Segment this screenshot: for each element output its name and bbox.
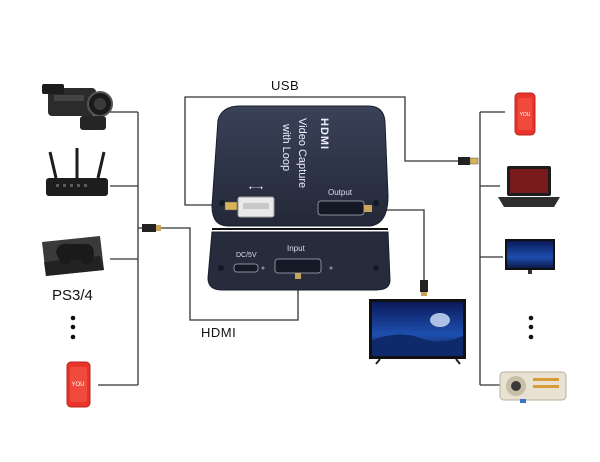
dc-port bbox=[233, 263, 259, 273]
dc-port-label: DC/5V bbox=[236, 252, 257, 259]
capture-device: ⭠⭢ bbox=[207, 105, 391, 291]
smartphone-icon: YOU bbox=[66, 361, 91, 408]
device-brand-logo: HDMI bbox=[318, 118, 330, 151]
svg-text:YOU: YOU bbox=[71, 382, 84, 388]
usb-symbol-icon: ⭠⭢ bbox=[249, 182, 263, 192]
input-port-label: Input bbox=[287, 244, 305, 253]
usb-label: USB bbox=[271, 78, 300, 93]
usb-line bbox=[184, 96, 462, 206]
device-upper-body bbox=[211, 105, 389, 227]
hdmi-output-line bbox=[372, 209, 425, 290]
hdmi-input-port bbox=[274, 258, 322, 274]
projector-icon bbox=[499, 371, 567, 403]
tv-icon bbox=[369, 299, 466, 365]
device-title-line-2: with Loop bbox=[280, 124, 292, 172]
device-title-line-1: Video Capture bbox=[296, 118, 308, 189]
connection-lines bbox=[98, 96, 505, 386]
right-ellipsis-dots bbox=[528, 315, 534, 340]
smartphone-icon: YOU bbox=[514, 92, 536, 136]
laptop-icon bbox=[498, 166, 560, 207]
svg-text:YOU: YOU bbox=[520, 112, 531, 118]
hdmi-output-port bbox=[317, 200, 365, 216]
monitor-icon bbox=[505, 239, 555, 274]
left-ellipsis-dots bbox=[70, 315, 76, 340]
router-icon bbox=[46, 148, 108, 196]
output-port-label: Output bbox=[328, 188, 353, 197]
ps-console-label: PS3/4 bbox=[52, 287, 93, 304]
hdmi-plug-down bbox=[420, 280, 428, 296]
hdmi-plug-left bbox=[142, 224, 161, 232]
hdmi-input-line bbox=[138, 227, 299, 321]
hdmi-label: HDMI bbox=[201, 325, 237, 340]
usb-plug-right bbox=[458, 157, 479, 165]
game-console-icon bbox=[42, 236, 104, 276]
camcorder-icon bbox=[42, 84, 113, 130]
